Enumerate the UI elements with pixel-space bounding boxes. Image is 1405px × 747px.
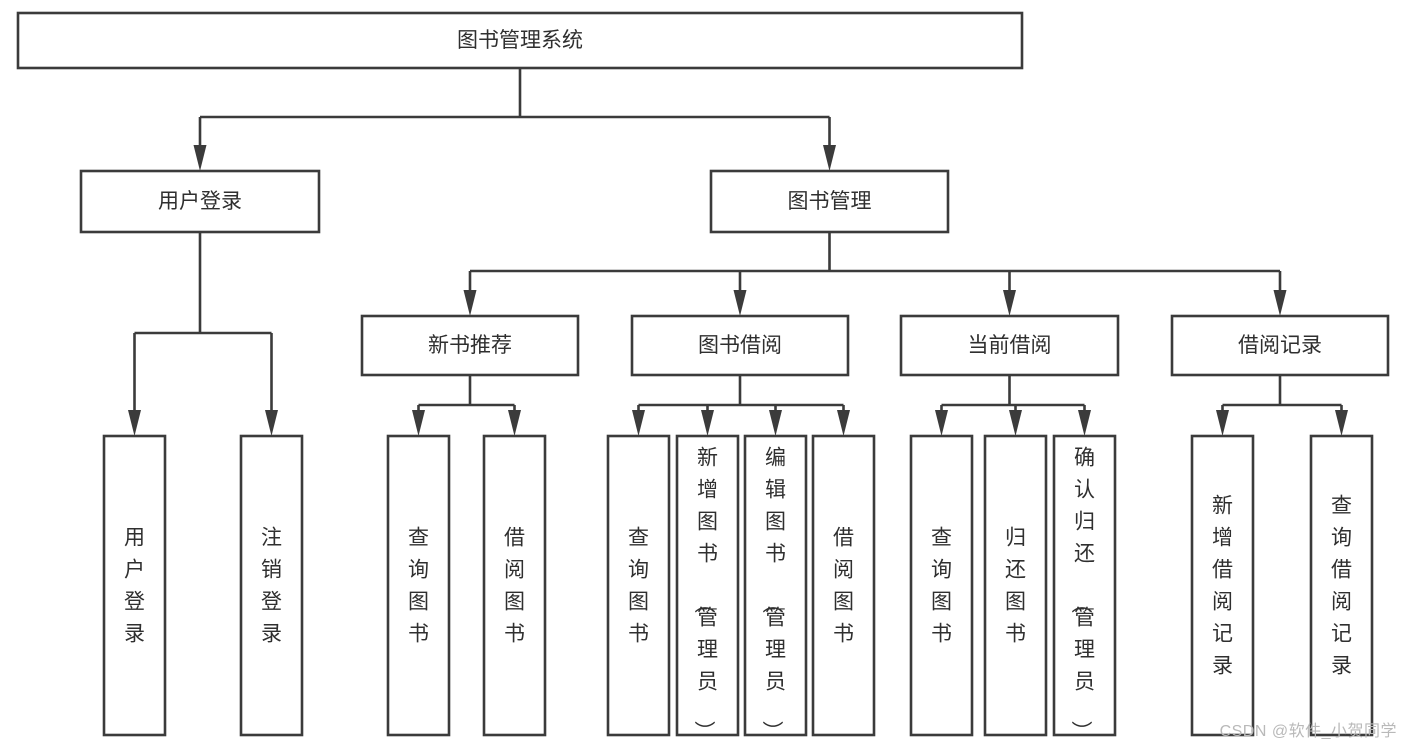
watermark: CSDN @软件_小贺同学 [1219,723,1397,740]
node-box[interactable] [1309,434,1374,737]
node-root[interactable]: 图书管理系统 [16,11,1024,70]
node-l2_0[interactable]: 用户登录 [79,169,321,234]
node-leaf_0[interactable]: 用户登录 [102,434,167,737]
node-leaf_11[interactable]: 新增借阅记录 [1190,434,1255,737]
node-label: 借阅图书 [504,527,525,646]
node-leaf_10[interactable]: 确认归还（管理员） [1052,434,1117,742]
node-label: 查询借阅记录 [1331,495,1352,678]
node-leaf_8[interactable]: 查询图书 [909,434,974,737]
node-label: 图书管理系统 [457,29,583,52]
node-box[interactable] [482,434,547,737]
arrow-head-icon [128,410,141,436]
arrow-head-icon [1216,410,1229,436]
node-label: 新书推荐 [428,334,512,357]
arrow-head-icon [1335,410,1348,436]
node-box[interactable] [1052,434,1117,737]
arrow-head-icon [1078,410,1091,436]
edge-group-l3_0 [412,375,521,436]
arrow-head-icon [701,410,714,436]
node-box[interactable] [811,434,876,737]
node-leaf_12[interactable]: 查询借阅记录 [1309,434,1374,737]
node-label: 借阅记录 [1238,334,1322,357]
node-l3_3[interactable]: 借阅记录 [1170,314,1390,377]
arrow-head-icon [1009,410,1022,436]
node-box[interactable] [102,434,167,737]
node-box[interactable] [239,434,304,737]
arrow-head-icon [823,145,836,171]
node-box[interactable] [1170,314,1390,377]
node-box[interactable] [606,434,671,737]
node-box[interactable] [1190,434,1255,737]
node-box[interactable] [630,314,850,377]
node-l2_1[interactable]: 图书管理 [709,169,950,234]
node-box[interactable] [675,434,740,737]
node-leaf_6[interactable]: 编辑图书（管理员） [743,434,808,742]
node-label: 借阅图书 [833,527,854,646]
node-l3_2[interactable]: 当前借阅 [899,314,1120,377]
arrow-head-icon [193,145,207,171]
arrow-head-icon [508,410,521,436]
node-leaf_3[interactable]: 借阅图书 [482,434,547,737]
node-box[interactable] [16,11,1024,70]
edge-group-l2_0 [128,232,278,436]
node-label: 新增借阅记录 [1212,495,1233,678]
node-leaf_5[interactable]: 新增图书（管理员） [675,434,740,742]
node-label: 当前借阅 [968,334,1052,357]
node-label: 确认归还（管理员） [1069,447,1095,742]
node-box[interactable] [360,314,580,377]
node-label: 查询图书 [931,527,952,646]
node-leaf_7[interactable]: 借阅图书 [811,434,876,737]
node-box[interactable] [899,314,1120,377]
edge-group-l3_2 [935,375,1091,436]
node-box[interactable] [79,169,321,234]
node-label: 用户登录 [158,190,242,213]
edge-group-l3_1 [632,375,850,436]
edge-group-root [193,68,836,171]
arrow-head-icon [769,410,782,436]
node-box[interactable] [709,169,950,234]
arrow-head-icon [265,410,278,436]
node-label: 查询图书 [408,527,429,646]
arrow-head-icon [1273,290,1287,316]
node-label: 用户登录 [124,527,145,646]
node-leaf_9[interactable]: 归还图书 [983,434,1048,737]
edge-group-l3_3 [1216,375,1348,436]
node-l3_0[interactable]: 新书推荐 [360,314,580,377]
edges-layer [128,68,1348,436]
node-leaf_1[interactable]: 注销登录 [239,434,304,737]
node-box[interactable] [743,434,808,737]
arrow-head-icon [632,410,645,436]
node-label: 归还图书 [1005,527,1026,646]
arrow-head-icon [1003,290,1016,316]
nodes-layer: 图书管理系统用户登录图书管理新书推荐图书借阅当前借阅借阅记录用户登录注销登录查询… [16,11,1390,742]
node-leaf_2[interactable]: 查询图书 [386,434,451,737]
node-label: 图书借阅 [698,334,782,357]
node-box[interactable] [909,434,974,737]
node-label: 查询图书 [628,527,649,646]
node-label: 新增图书（管理员） [692,447,718,742]
node-box[interactable] [386,434,451,737]
node-label: 编辑图书（管理员） [760,447,786,742]
arrow-head-icon [837,410,850,436]
arrow-head-icon [412,410,425,436]
node-label: 图书管理 [788,190,872,213]
arrow-head-icon [733,290,747,316]
edge-group-l2_1 [463,232,1287,316]
node-leaf_4[interactable]: 查询图书 [606,434,671,737]
arrow-head-icon [935,410,948,436]
node-box[interactable] [983,434,1048,737]
arrow-head-icon [463,290,477,316]
node-l3_1[interactable]: 图书借阅 [630,314,850,377]
node-label: 注销登录 [261,527,282,646]
